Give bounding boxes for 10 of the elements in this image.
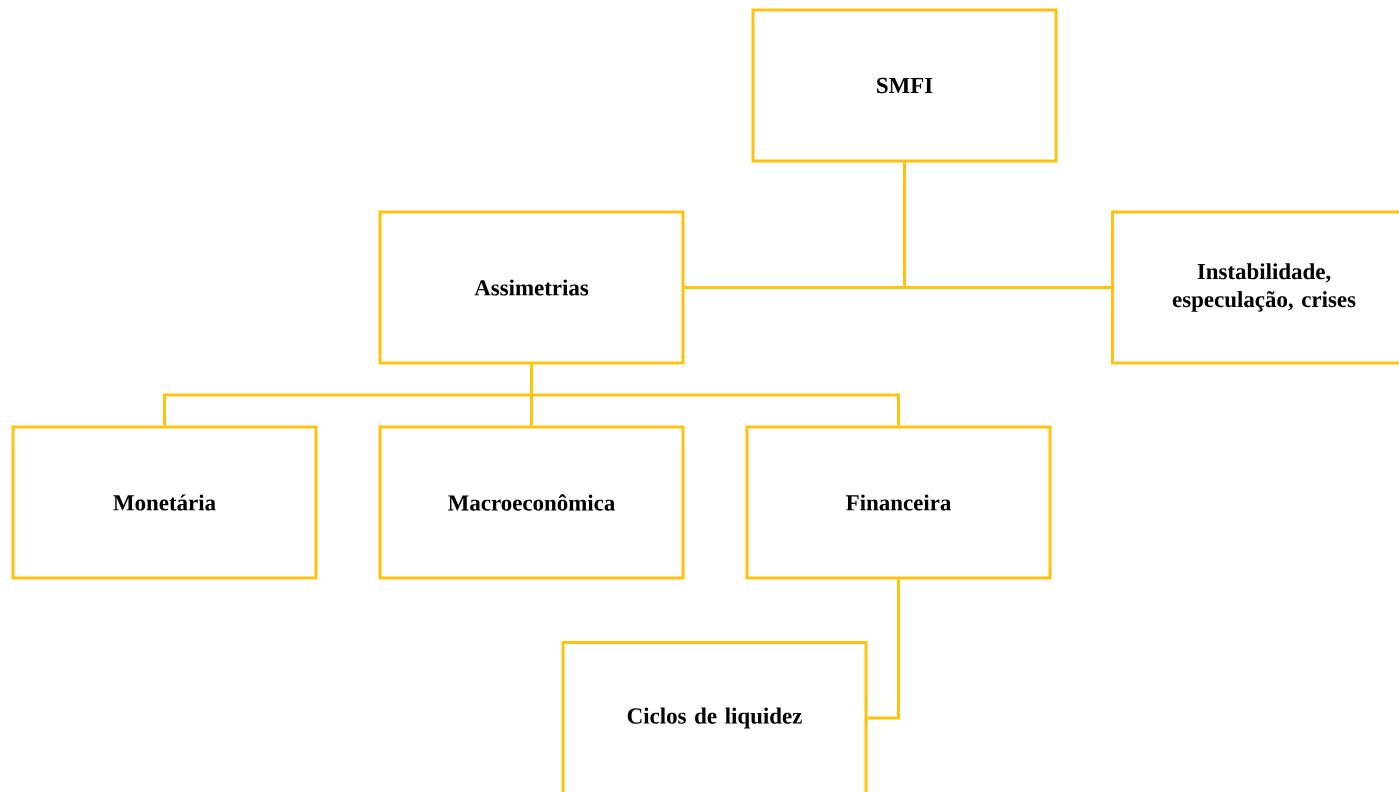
box: SMFI [751, 8, 1058, 163]
connector [867, 579, 900, 720]
box: Macroeconômica [378, 425, 685, 580]
box: Instabilidade, especulação, crises [1111, 210, 1399, 365]
connector [903, 162, 1111, 289]
connector [530, 364, 900, 426]
box: Assimetrias [378, 210, 685, 365]
box: Monetária [11, 425, 318, 580]
box: Financeira [745, 425, 1052, 580]
box: Ciclos de liquidez [561, 641, 868, 792]
